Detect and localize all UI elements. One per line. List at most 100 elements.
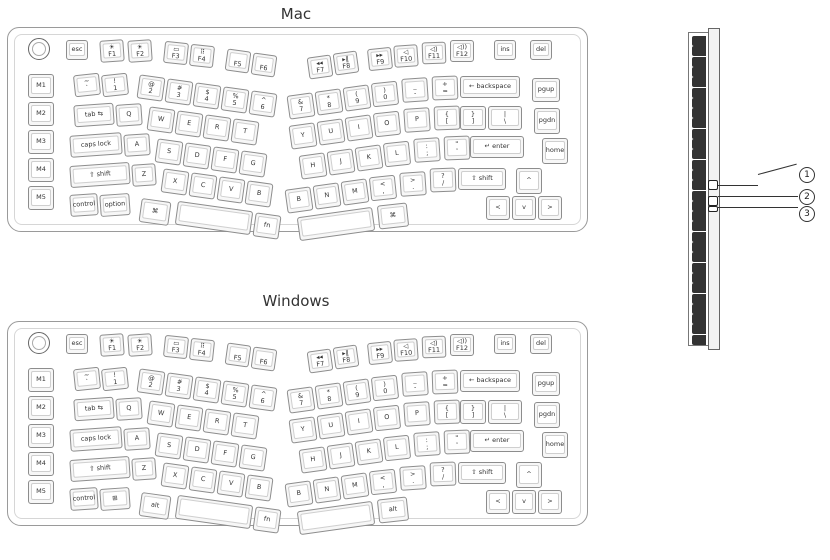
row4-right-key-4[interactable]: > . <box>399 171 427 197</box>
row1-left-key-2[interactable]: @ 2 <box>136 74 166 102</box>
row2-right-key-8[interactable]: pgdn <box>534 108 560 134</box>
fn-row-key-14[interactable]: del <box>530 40 552 60</box>
row2-right-key-5[interactable]: { [ <box>433 105 461 131</box>
row2-right-key-8[interactable]: pgdn <box>534 402 560 428</box>
row2-right-key-0[interactable]: Y <box>288 122 318 150</box>
fn-row-key-8[interactable]: ▸‖ F8 <box>332 50 360 76</box>
row3-left-key-5[interactable]: G <box>238 150 268 178</box>
macro-key-m3[interactable]: M3 <box>28 424 54 448</box>
row3-right-key-0[interactable]: H <box>298 152 328 180</box>
row3-left-key-0[interactable]: caps lock <box>69 132 123 158</box>
row3-left-key-3[interactable]: D <box>182 436 212 464</box>
row3-left-key-4[interactable]: F <box>210 440 240 468</box>
row5-right-key-0[interactable] <box>296 206 376 242</box>
macro-key-m4[interactable]: M4 <box>28 158 54 182</box>
row3-left-key-4[interactable]: F <box>210 146 240 174</box>
fn-row-key-5[interactable]: F5 <box>224 48 252 74</box>
row2-left-key-1[interactable]: Q <box>115 103 143 127</box>
row4-left-key-5[interactable]: B <box>244 180 274 208</box>
macro-key-m1[interactable]: M1 <box>28 368 54 392</box>
row3-left-key-3[interactable]: D <box>182 142 212 170</box>
row1-left-key-6[interactable]: ^ 6 <box>248 384 278 412</box>
row3-right-key-7[interactable]: home <box>542 138 568 164</box>
row1-right-key-2[interactable]: ( 9 <box>342 84 372 112</box>
fn-row-key-0[interactable]: esc <box>66 40 88 60</box>
fn-row-key-5[interactable]: F5 <box>224 342 252 368</box>
row2-left-key-3[interactable]: E <box>174 404 204 432</box>
row3-right-key-0[interactable]: H <box>298 446 328 474</box>
row2-right-key-0[interactable]: Y <box>288 416 318 444</box>
row1-right-key-7[interactable]: pgup <box>532 78 560 102</box>
row4-right-key-1[interactable]: N <box>312 182 342 210</box>
row3-left-key-0[interactable]: caps lock <box>69 426 123 452</box>
fn-row-key-7[interactable]: ◂◂ F7 <box>306 348 334 374</box>
row1-left-key-4[interactable]: $ 4 <box>192 82 222 110</box>
fn-row-key-12[interactable]: ◁)) F12 <box>450 334 474 356</box>
row4-left-key-2[interactable]: X <box>160 462 190 490</box>
fn-row-key-6[interactable]: F6 <box>250 346 278 372</box>
row1-right-key-0[interactable]: & 7 <box>286 386 316 414</box>
fn-row-key-11[interactable]: ◁) F11 <box>421 41 447 65</box>
row2-right-key-4[interactable]: P <box>403 401 431 427</box>
row1-right-key-3[interactable]: ) 0 <box>370 374 400 402</box>
row1-left-key-1[interactable]: ! 1 <box>100 72 130 98</box>
row4-right-key-4[interactable]: > . <box>399 465 427 491</box>
fn-row-key-0[interactable]: esc <box>66 334 88 354</box>
row5-right-key-1[interactable]: ⌘ <box>376 202 410 230</box>
row2-right-key-1[interactable]: U <box>316 118 346 146</box>
row3-right-key-4[interactable]: : ; <box>413 137 441 163</box>
row3-right-key-2[interactable]: K <box>354 438 384 466</box>
fn-row-key-7[interactable]: ◂◂ F7 <box>306 54 334 80</box>
row2-left-key-5[interactable]: T <box>230 412 260 440</box>
fn-row-key-9[interactable]: ▸▸ F9 <box>366 340 394 366</box>
fn-row-key-1[interactable]: ☀ F1 <box>99 333 125 357</box>
row5-left-key-0[interactable]: control <box>69 487 99 511</box>
row2-right-key-3[interactable]: O <box>372 404 402 432</box>
row5-left-key-4[interactable]: fn <box>252 212 282 240</box>
row4-right-key-2[interactable]: M <box>340 472 370 500</box>
row2-left-key-2[interactable]: W <box>146 106 176 134</box>
row2-right-key-4[interactable]: P <box>403 107 431 133</box>
fn-row-key-14[interactable]: del <box>530 334 552 354</box>
row2-right-key-6[interactable]: } ] <box>460 400 486 424</box>
fn-row-key-10[interactable]: ◁ F10 <box>393 338 419 362</box>
row4-left-key-4[interactable]: V <box>216 176 246 204</box>
rotary-knob[interactable] <box>28 38 50 60</box>
row2-left-key-1[interactable]: Q <box>115 397 143 421</box>
row5-right-key-0[interactable] <box>296 500 376 536</box>
row4-right-key-1[interactable]: N <box>312 476 342 504</box>
row1-left-key-2[interactable]: @ 2 <box>136 368 166 396</box>
row2-right-key-7[interactable]: | \ <box>488 400 522 424</box>
row3-right-key-3[interactable]: L <box>382 140 412 168</box>
row2-left-key-5[interactable]: T <box>230 118 260 146</box>
row2-right-key-1[interactable]: U <box>316 412 346 440</box>
fn-row-key-9[interactable]: ▸▸ F9 <box>366 46 394 72</box>
fn-row-key-1[interactable]: ☀ F1 <box>99 39 125 63</box>
row2-right-key-7[interactable]: | \ <box>488 106 522 130</box>
row4-right-key-5[interactable]: ? / <box>429 461 457 487</box>
row4-right-key-7[interactable]: ^ <box>516 462 542 488</box>
row2-right-key-2[interactable]: I <box>344 114 374 142</box>
row3-right-key-7[interactable]: home <box>542 432 568 458</box>
row3-right-key-1[interactable]: J <box>326 148 356 176</box>
row1-right-key-6[interactable]: ← backspace <box>460 370 520 392</box>
row2-left-key-0[interactable]: tab ⇆ <box>73 102 115 128</box>
row4-left-key-0[interactable]: ⇧ shift <box>69 455 131 483</box>
macro-key-m1[interactable]: M1 <box>28 74 54 98</box>
row2-right-key-2[interactable]: I <box>344 408 374 436</box>
row1-right-key-1[interactable]: * 8 <box>314 382 344 410</box>
macro-key-m5[interactable]: M5 <box>28 186 54 210</box>
row4-right-key-5[interactable]: ? / <box>429 167 457 193</box>
row3-left-key-1[interactable]: A <box>123 427 151 451</box>
row5-left-key-4[interactable]: fn <box>252 506 282 534</box>
row1-right-key-4[interactable]: _ - <box>401 371 429 397</box>
fn-row-key-8[interactable]: ▸‖ F8 <box>332 344 360 370</box>
row5-left-key-3[interactable] <box>174 200 254 236</box>
row5-left-key-3[interactable] <box>174 494 254 530</box>
macro-key-m5[interactable]: M5 <box>28 480 54 504</box>
row4-right-key-0[interactable]: B <box>284 480 314 508</box>
row4-right-key-3[interactable]: < , <box>368 174 398 202</box>
row3-right-key-5[interactable]: " ' <box>443 135 471 161</box>
fn-row-key-11[interactable]: ◁) F11 <box>421 335 447 359</box>
row1-left-key-0[interactable]: ~ ` <box>72 72 102 98</box>
